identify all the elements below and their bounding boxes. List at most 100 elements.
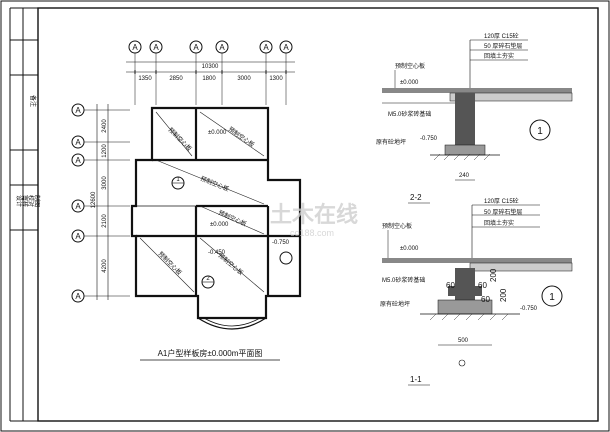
dim-left: 12600 2400 1200 3000 2100 4200 (91, 104, 109, 300)
s11-name: 1-1 (410, 375, 422, 384)
inner-frame (37, 7, 599, 422)
dim-top-3: 1800 (202, 76, 216, 82)
s22-layer-bot: 回填土夯实 (484, 52, 514, 60)
slab-tags: 预制空心板 预制空心板 预制空心板 预制空心板 预制空心板 预制空心板 (157, 125, 256, 277)
dim-top-5: 1300 (269, 76, 283, 82)
room-elev-4: ±0.000 (210, 222, 229, 228)
room-elev-2: -0.450 (208, 250, 226, 256)
axis-bubble-top-3: A (189, 40, 203, 105)
svg-text:A: A (153, 43, 159, 52)
tb-label-design: 设计 (15, 195, 23, 207)
svg-text:A: A (193, 43, 199, 52)
plan-title: A1户型样板房±0.000m平面图 (158, 348, 263, 358)
axis-bubble-top-4: A (215, 40, 229, 105)
slab-tag-2: 预制空心板 (227, 125, 256, 149)
axis-bubble-left-3: A (71, 153, 130, 167)
axis-bubble-left-4: A (71, 199, 130, 213)
floor-plan: A A A A A A 10300 1350 2850 1800 3000 13… (71, 40, 302, 361)
s22-slab: 预制空心板 (395, 62, 425, 70)
watermark-sub: co188.com (290, 228, 334, 238)
s11-layer-mid: 50 厚碎石垫层 (484, 208, 522, 216)
dim-left-2: 1200 (102, 144, 108, 158)
svg-text:A: A (219, 43, 225, 52)
title-block: 备注 设计 审核 校对 制图 (9, 7, 41, 422)
s11-step-5: 200 (499, 288, 508, 302)
room-elev-3: -0.750 (272, 240, 290, 246)
watermark-main: 土木在线 (270, 202, 358, 227)
dim-top-1: 1350 (138, 76, 152, 82)
s11-layer-bot: 回填土夯实 (484, 219, 514, 227)
dim-left-total: 12600 (91, 191, 97, 208)
s11-step-3: 60 (481, 295, 490, 304)
s11-elev: ±0.000 (400, 246, 419, 252)
s22-wall-label: M5.0砂浆砖基础 (388, 110, 431, 118)
svg-text:A: A (132, 43, 138, 52)
slab-tag-4: 预制空心板 (157, 250, 184, 277)
s11-slab: 预制空心板 (382, 222, 412, 230)
plan-slabs (139, 111, 265, 293)
axis-bubble-top-6: A (279, 40, 293, 105)
svg-text:1: 1 (549, 292, 555, 303)
s11-step-1: 60 (446, 281, 455, 290)
s11-step-2: 60 (478, 281, 487, 290)
section-1-1: 120厚 C15砼 50 厚碎石垫层 回填土夯实 预制空心板 ±0.000 M5… (380, 197, 573, 386)
axis-top: A A A A A A (128, 40, 293, 105)
s22-detail-bubble: 1 (529, 119, 551, 141)
slab-tag-1: 预制空心板 (167, 126, 194, 153)
s22-elev: ±0.000 (400, 80, 419, 86)
section-mark-2: 2 (201, 275, 215, 289)
s11-elev2: -0.750 (520, 306, 538, 312)
section-mark-1: 1 (171, 176, 185, 190)
dim-top: 10300 1350 2850 1800 3000 1300 (126, 61, 295, 82)
s11-step-4: 200 (489, 268, 498, 282)
axis-bubble-left-2: A (71, 135, 130, 149)
tb-label-draw: 制图 (33, 195, 41, 207)
dim-top-4: 3000 (237, 76, 251, 82)
dim-left-1: 2400 (102, 119, 108, 133)
s22-layer-top: 120厚 C15砼 (484, 32, 519, 40)
axis-bubble-top-1: A (128, 40, 142, 105)
dim-left-3: 3000 (102, 176, 108, 190)
svg-text:A: A (75, 292, 81, 301)
svg-text:1: 1 (176, 177, 180, 183)
s11-detail-bubble: 1 (541, 285, 563, 307)
s11-wall-label: M5.0砂浆砖基础 (382, 276, 425, 284)
watermark: 土木在线 co188.com (270, 202, 358, 238)
svg-text:1: 1 (537, 126, 543, 137)
svg-text:A: A (283, 43, 289, 52)
s11-width: 500 (458, 338, 469, 344)
tb-label-review: 审核 (21, 195, 29, 207)
s22-width: 240 (459, 173, 470, 179)
section-marks: 1 2 (171, 176, 293, 289)
axis-bubble-left-6: A (71, 289, 130, 303)
axis-left: A A A A A A (71, 103, 130, 303)
axis-bubble-top-2: A (149, 40, 163, 105)
s22-wall (455, 93, 475, 153)
dim-left-5: 4200 (102, 259, 108, 273)
dim-top-total: 10300 (202, 64, 219, 70)
svg-text:A: A (263, 43, 269, 52)
tb-label-remark: 备注 (29, 95, 37, 107)
section-2-2: 120厚 C15砼 50 厚碎石垫层 回填土夯实 预制空心板 ±0.000 M5… (376, 32, 573, 204)
section-mark-3 (279, 251, 293, 265)
svg-text:A: A (75, 202, 81, 211)
axis-bubble-left-5: A (71, 229, 130, 243)
s11-slab-band (382, 258, 572, 263)
svg-text:A: A (75, 106, 81, 115)
plan-walls (130, 106, 302, 330)
slab-tag-3: 预制空心板 (199, 174, 230, 193)
s11-layer-top: 120厚 C15砼 (484, 197, 519, 205)
tb-label-check: 校对 (27, 195, 35, 207)
axis-bubble-top-5: A (259, 40, 273, 105)
s22-name: 2-2 (410, 193, 422, 202)
s22-elev2: -0.750 (420, 136, 438, 142)
svg-text:A: A (75, 138, 81, 147)
s22-soil: 原有砼地坪 (376, 138, 406, 146)
room-elevations: ±0.000 -0.450 -0.750 ±0.000 (208, 130, 290, 256)
s22-slab-band (382, 88, 572, 93)
s22-layer-mid: 50 厚碎石垫层 (484, 42, 522, 50)
svg-text:A: A (75, 156, 81, 165)
room-elev-1: ±0.000 (208, 130, 227, 136)
axis-bubble-left-1: A (71, 103, 130, 117)
